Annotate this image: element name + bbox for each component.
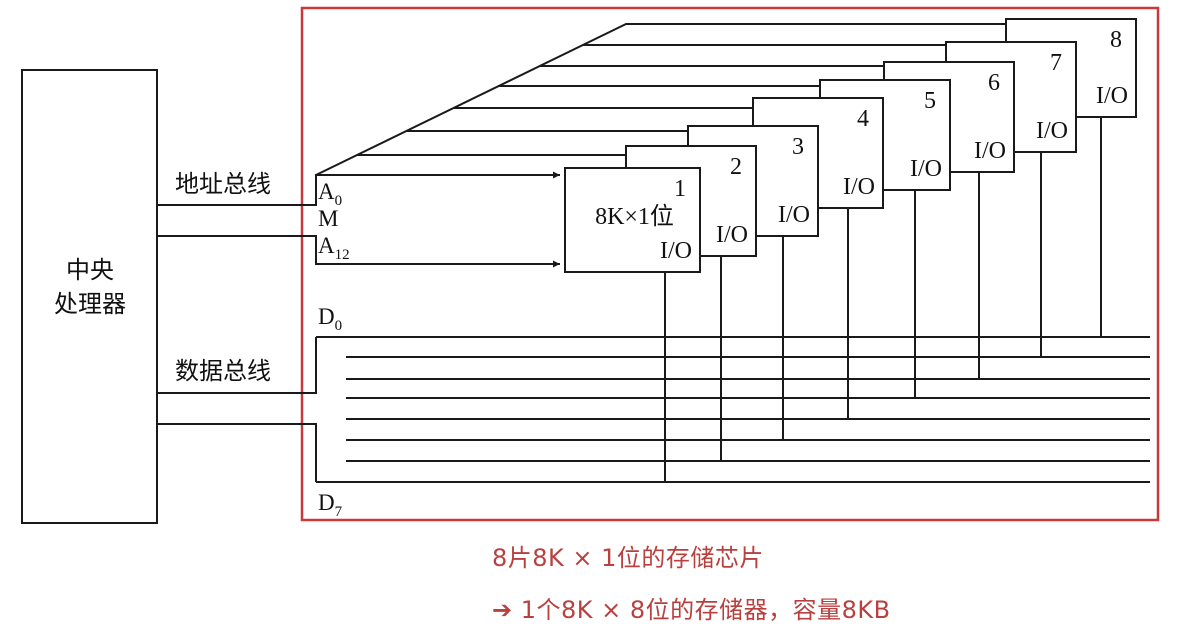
pin-a12-label: A12 — [318, 233, 350, 263]
address-bus-label: 地址总线 — [175, 171, 271, 198]
cpu-box — [21, 69, 158, 524]
chip-io-label: I/O — [1096, 83, 1128, 109]
chip-io-label: I/O — [910, 156, 942, 182]
pin-m-label: M — [318, 206, 338, 231]
chip-io-label: I/O — [660, 238, 692, 264]
chip-io-label: I/O — [778, 202, 810, 228]
memory-chip-1 — [564, 167, 701, 273]
data-bus-entry-d7 — [304, 423, 317, 482]
pin-d0-label: D0 — [318, 304, 342, 334]
chip-io-label: I/O — [1036, 118, 1068, 144]
pin-d7-label: D7 — [318, 490, 343, 520]
memory-module-frame — [300, 6, 1160, 522]
chip-number-label: 2 — [730, 154, 742, 180]
data-bus-entry-d0 — [304, 337, 317, 394]
address-a12-line — [304, 235, 560, 268]
chip-number-label: 1 — [674, 176, 686, 202]
bus-lines — [304, 23, 1150, 483]
chip-io-label: I/O — [843, 174, 875, 200]
chip-number-label: 4 — [857, 106, 869, 132]
cpu-label-line2: 处理器 — [54, 291, 126, 318]
data-bus — [157, 392, 304, 425]
chip-number-label: 8 — [1110, 27, 1122, 53]
chip-io-label: I/O — [974, 138, 1006, 164]
chip-number-label: 6 — [988, 70, 1000, 96]
pin-a0-label: A0 — [318, 179, 342, 209]
address-bus — [157, 204, 304, 237]
chip-io-label: I/O — [716, 222, 748, 248]
address-a0-line — [304, 171, 560, 206]
chip-number-label: 3 — [792, 134, 804, 160]
cpu-label-line1: 中央 — [66, 257, 114, 284]
chip-number-label: 5 — [924, 88, 936, 114]
data-bus-label: 数据总线 — [175, 358, 271, 385]
address-fan-edge — [315, 23, 627, 176]
chip-number-label: 7 — [1050, 50, 1062, 76]
caption-chips: 8片8K × 1位的存储芯片 — [492, 544, 764, 572]
chip-spec-label: 8K×1位 — [595, 203, 674, 230]
caption-result: ➔ 1个8K × 8位的存储器，容量8KB — [492, 596, 891, 624]
